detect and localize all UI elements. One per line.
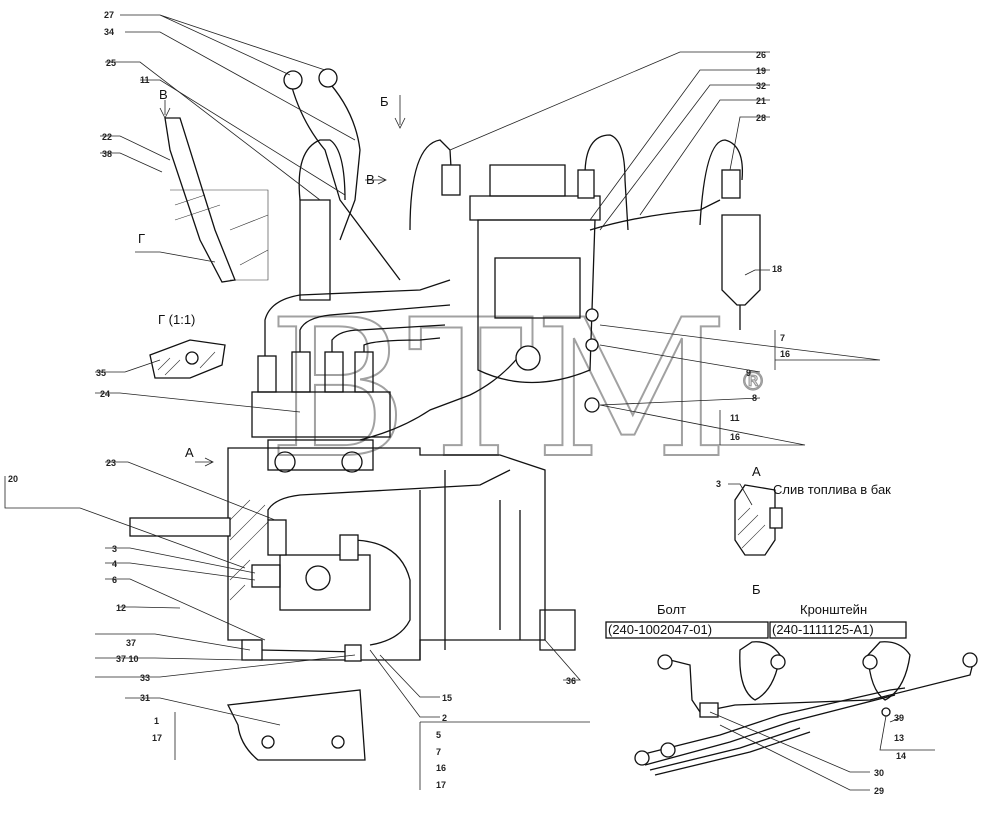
mounting-bracket (227, 689, 366, 761)
view-designations: Б В В Г Г (1:1) А А Б (138, 87, 761, 597)
callout-13: 13 (894, 733, 904, 743)
callout-16: 16 (436, 763, 446, 773)
callout-numbers: 27 34 25 11 22 38 35 24 23 20 3 4 6 12 3… (8, 10, 906, 796)
callout-18: 18 (772, 264, 782, 274)
pump-sections-block (251, 391, 391, 438)
detail-a-view (734, 484, 783, 556)
view-b-arrow-label: Б (380, 94, 389, 109)
leader-lines (4, 14, 935, 791)
callout-8: 8 (752, 393, 757, 403)
callout-6: 6 (112, 575, 117, 585)
pipe-26 (409, 139, 453, 231)
callout-34: 34 (104, 27, 114, 37)
right-nozzle (721, 214, 761, 306)
registered-mark: ® (740, 367, 766, 397)
callout-11: 11 (140, 75, 150, 85)
view-g-label: Г (138, 231, 145, 246)
bracket-name: Кронштейн (800, 602, 867, 617)
callout-29: 29 (874, 786, 884, 796)
callout-33: 33 (140, 673, 150, 683)
callout-4: 4 (112, 559, 117, 569)
pump-base (267, 439, 374, 471)
callout-1: 1 (154, 716, 159, 726)
callout-17b: 17 (436, 780, 446, 790)
detail-b-view (605, 621, 978, 776)
callout-37-10: 37 10 (116, 654, 139, 664)
view-a-arrow-label: А (185, 445, 194, 460)
callout-25: 25 (106, 58, 116, 68)
bolt-label-box (605, 621, 769, 639)
callout-26: 26 (756, 50, 766, 60)
callout-7b: 7 (780, 333, 785, 343)
callout-20: 20 (8, 474, 18, 484)
callout-39: 39 (894, 713, 904, 723)
bolt-code: (240-1002047-01) (608, 622, 712, 637)
callout-9: 9 (746, 368, 751, 378)
callout-37: 37 (126, 638, 136, 648)
callout-21: 21 (756, 96, 766, 106)
callout-30: 30 (874, 768, 884, 778)
view-v-arrow-label: В (366, 172, 375, 187)
filter-body (477, 219, 596, 384)
callout-15: 15 (442, 693, 452, 703)
view-v-nozzle (164, 117, 236, 283)
callout-7: 7 (436, 747, 441, 757)
callout-3: 3 (112, 544, 117, 554)
filter-window (494, 257, 581, 319)
bolt-name: Болт (657, 602, 686, 617)
callout-17: 17 (152, 733, 162, 743)
view-b-title: Б (752, 582, 761, 597)
view-v-title: В (159, 87, 168, 102)
filter-cap (469, 195, 601, 221)
drain-caption: Слив топлива в бак (773, 482, 891, 497)
callout-22: 22 (102, 132, 112, 142)
callout-28: 28 (756, 113, 766, 123)
callout-3b: 3 (716, 479, 721, 489)
bracket-code: (240-1111125-А1) (772, 622, 874, 637)
control-block (279, 554, 371, 611)
return-pipe (267, 469, 511, 520)
main-assembly (129, 68, 761, 761)
callout-32: 32 (756, 81, 766, 91)
callout-12: 12 (116, 603, 126, 613)
captions: Слив топлива в бак Болт (240-1002047-01)… (608, 482, 891, 637)
callout-31: 31 (140, 693, 150, 703)
callout-19: 19 (756, 66, 766, 76)
view-a-title: А (752, 464, 761, 479)
callout-16c: 16 (730, 432, 740, 442)
callout-14: 14 (896, 751, 906, 761)
detail-g-view (149, 339, 226, 379)
callout-16b: 16 (780, 349, 790, 359)
callout-11b: 11 (730, 413, 740, 423)
watermark-text: ВТМ (268, 279, 729, 500)
view-g-title: Г (1:1) (158, 312, 195, 327)
pipe-left-loop (298, 139, 346, 201)
callout-2: 2 (442, 713, 447, 723)
bracket-240-1111125 (739, 641, 781, 701)
callout-36: 36 (566, 676, 576, 686)
bracket-label-box (769, 621, 907, 639)
callout-38: 38 (102, 149, 112, 159)
bent-pipe (349, 539, 411, 646)
callout-23: 23 (106, 458, 116, 468)
callout-5: 5 (436, 730, 441, 740)
callout-27: 27 (104, 10, 114, 20)
callout-24: 24 (100, 389, 110, 399)
callout-35: 35 (96, 368, 106, 378)
watermark: ВТМ ® (267, 278, 767, 501)
filter-top (489, 164, 566, 197)
